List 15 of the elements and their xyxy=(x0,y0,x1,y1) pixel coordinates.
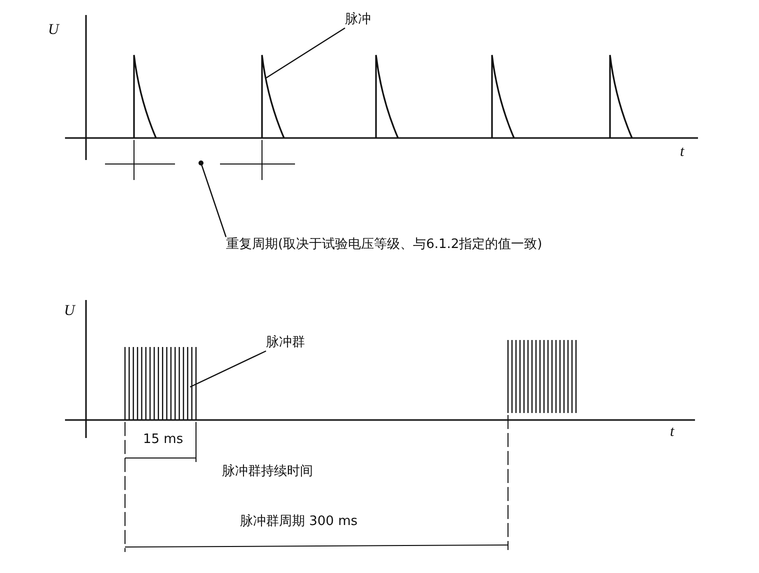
pulse-waveform xyxy=(261,54,285,138)
axis-label: U xyxy=(48,22,59,38)
dimension-label: 15 ms xyxy=(143,432,184,448)
leader-line xyxy=(190,350,266,388)
axis-label: t xyxy=(670,424,674,440)
axis-label: t xyxy=(680,144,684,160)
callout-text: 脉冲 xyxy=(345,12,371,28)
leader-line xyxy=(198,160,227,238)
axis-label: U xyxy=(64,303,75,319)
callout-text: 脉冲群 xyxy=(266,335,305,351)
dimension-label: 脉冲群持续时间 xyxy=(222,464,313,480)
callout-text: 重复周期(取决于试验电压等级、与6.1.2指定的值一致) xyxy=(226,237,542,253)
pulse-burst-waveform xyxy=(124,347,197,420)
leader-line xyxy=(266,28,346,78)
dimension-label: 脉冲群周期 300 ms xyxy=(240,514,358,530)
